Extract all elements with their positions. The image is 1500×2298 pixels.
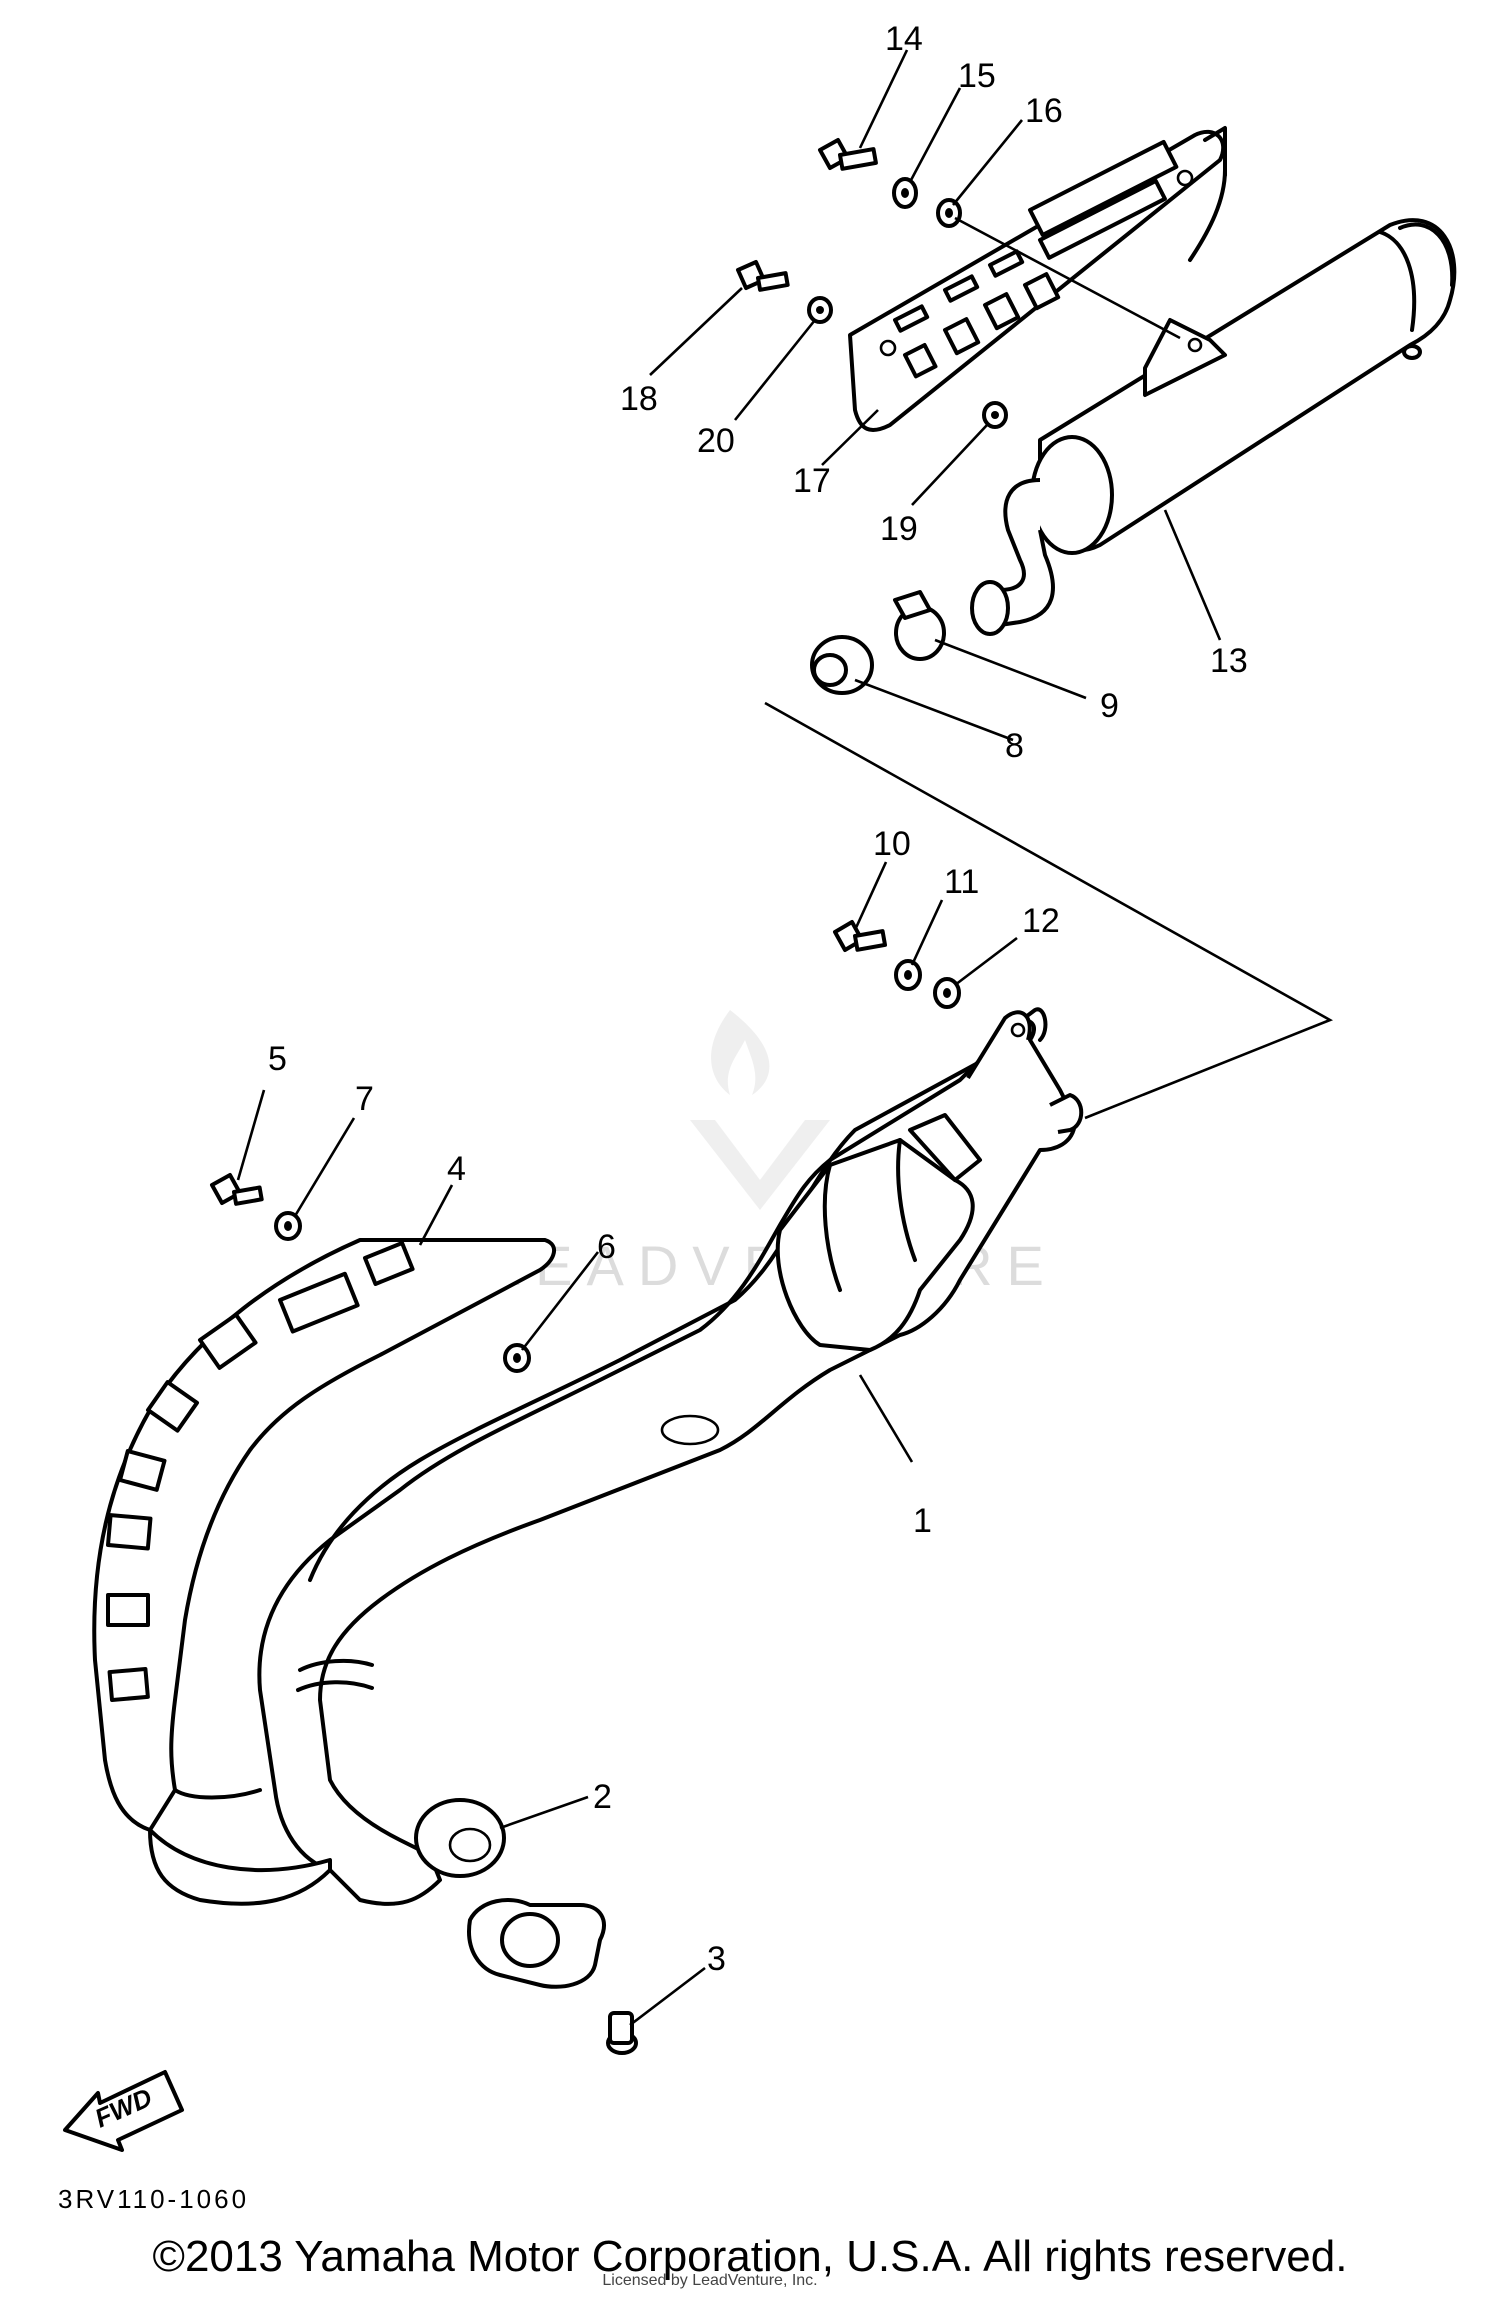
- bolt-10: [833, 920, 888, 952]
- label-20: 20: [697, 422, 735, 460]
- label-10: 10: [873, 825, 911, 863]
- gasket: [414, 1798, 506, 1878]
- label-13: 13: [1210, 642, 1248, 680]
- washer-15: [892, 177, 918, 209]
- bolt-14: [818, 138, 878, 171]
- label-8: 8: [1005, 727, 1024, 765]
- exhaust-pipe-protector: [92, 1238, 556, 1906]
- watermark-logo: [690, 1010, 830, 1210]
- washer-12: [933, 977, 961, 1009]
- label-7: 7: [355, 1080, 374, 1118]
- bolt-5: [210, 1173, 264, 1206]
- label-9: 9: [1100, 687, 1119, 725]
- muffler-protector: [848, 126, 1227, 432]
- collar-6: [503, 1343, 531, 1373]
- part-labels: 1 2 3 4 5 6 7 8 9 10 11 12 13 14 15 16 1…: [268, 20, 1248, 1978]
- assembly-group-bracket: [764, 701, 1334, 1120]
- label-17: 17: [793, 462, 831, 500]
- label-15: 15: [958, 57, 996, 95]
- washer-20: [807, 296, 833, 324]
- washer-11: [894, 959, 922, 991]
- washer-16: [936, 198, 962, 228]
- joint-8: [810, 635, 874, 695]
- label-19: 19: [880, 510, 918, 548]
- label-1: 1: [913, 1502, 932, 1540]
- leader-lines: [236, 49, 1222, 2027]
- washer-7: [274, 1211, 302, 1241]
- label-2: 2: [593, 1778, 612, 1816]
- label-5: 5: [268, 1040, 287, 1078]
- muffler: [970, 218, 1457, 636]
- label-3: 3: [707, 1940, 726, 1978]
- label-14: 14: [885, 20, 923, 58]
- label-18: 18: [620, 380, 658, 418]
- bolt-3: [606, 2011, 638, 2055]
- label-12: 12: [1022, 902, 1060, 940]
- label-4: 4: [447, 1150, 466, 1188]
- label-16: 16: [1025, 92, 1063, 130]
- licensed-notice: Licensed by LeadVenture, Inc.: [602, 2272, 818, 2289]
- bolt-18: [736, 260, 790, 292]
- clamp-9: [893, 590, 946, 661]
- collar-19: [982, 401, 1008, 429]
- label-11: 11: [944, 863, 979, 901]
- label-6: 6: [597, 1228, 616, 1266]
- figure-code: 3RV110-1060: [58, 2184, 249, 2214]
- copyright-notice: ©2013 Yamaha Motor Corporation, U.S.A. A…: [152, 2232, 1348, 2281]
- exhaust-pipe: [257, 1007, 1084, 1989]
- fwd-arrow-icon: FWD: [63, 2070, 184, 2152]
